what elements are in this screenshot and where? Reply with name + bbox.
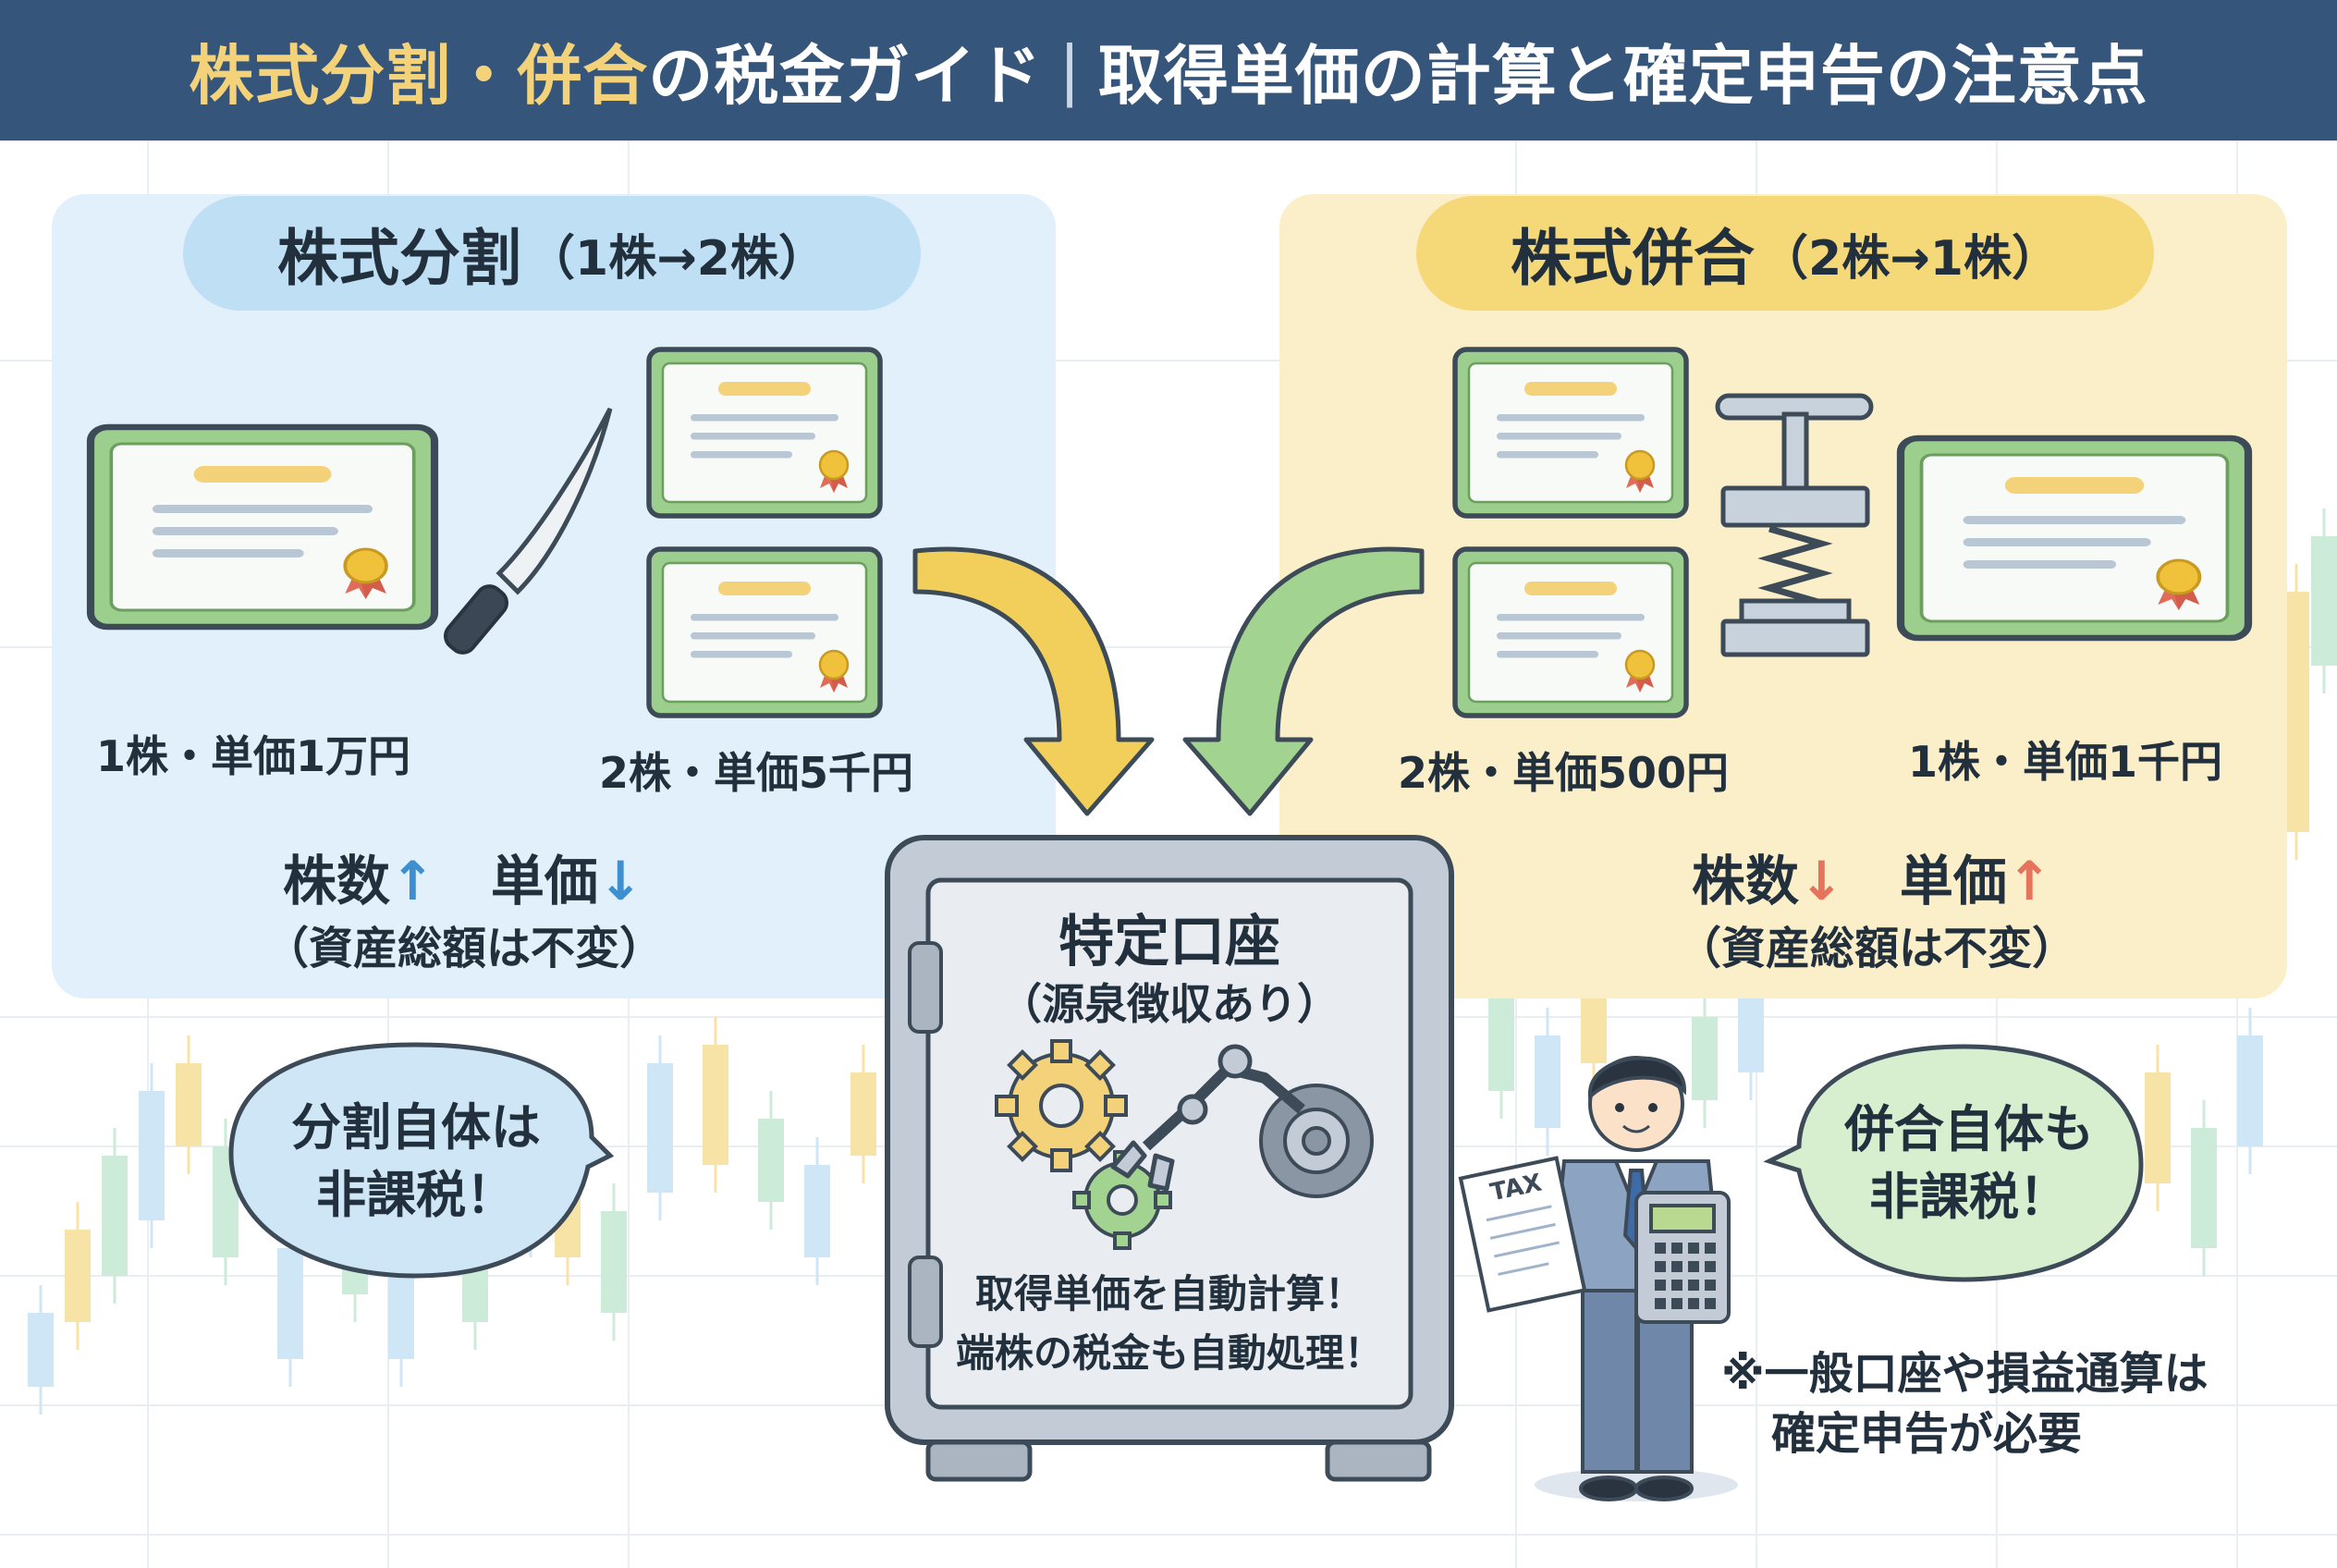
candle-body bbox=[139, 1091, 165, 1220]
split-note: （資産総額は不変） bbox=[264, 923, 665, 974]
gear-icon bbox=[995, 1039, 1374, 1250]
footnote-line-2: 確定申告が必要 bbox=[1771, 1407, 2083, 1460]
merge-note: （資産総額は不変） bbox=[1677, 923, 2077, 974]
split-effect-shares: 株数 bbox=[283, 850, 391, 913]
bubble-left-line-1: 分割自体は bbox=[291, 1098, 541, 1157]
certificate-large-split bbox=[91, 427, 434, 627]
footnote: ※一般口座や損益通算は 確定申告が必要 bbox=[1721, 1344, 2209, 1464]
bubble-right-line-1: 併合自体も bbox=[1844, 1100, 2094, 1158]
bubble-right-shape bbox=[1763, 1044, 2144, 1282]
candle-body bbox=[28, 1313, 54, 1387]
arrow-green bbox=[1182, 546, 1425, 816]
safe-icon bbox=[885, 835, 1454, 1482]
certificate-split-bottom bbox=[649, 549, 880, 716]
title-subtitle: 取得単価の計算と確定申告の注意点 bbox=[1097, 37, 2148, 114]
robot-arm-icon bbox=[1110, 1044, 1305, 1192]
merge-before-label: 2株・単価500円 bbox=[1398, 748, 1730, 798]
merge-after-label: 1株・単価1千円 bbox=[1908, 737, 2223, 787]
title-separator: | bbox=[1058, 32, 1082, 108]
bubble-left-shape bbox=[228, 1042, 615, 1279]
candle-body bbox=[804, 1165, 830, 1257]
certificate-large-merge bbox=[1901, 438, 2248, 638]
bubble-left-line-2: 非課税！ bbox=[316, 1165, 516, 1224]
merge-effect: 株数↓ 単価↑ bbox=[1692, 838, 2051, 915]
safe-line-2: 端株の税金も自動処理！ bbox=[955, 1330, 1383, 1376]
press-icon bbox=[1715, 393, 1874, 657]
header-bar bbox=[0, 0, 2337, 141]
title-highlight-merge: 併合 bbox=[517, 37, 649, 114]
shares-up-arrow-icon: ↑ bbox=[390, 850, 435, 913]
candle-body bbox=[176, 1063, 202, 1146]
candle-body bbox=[1738, 989, 1764, 1072]
split-effect-price: 単価 bbox=[490, 850, 598, 913]
businessman-icon bbox=[1458, 1056, 1738, 1501]
candle-body bbox=[1488, 998, 1514, 1091]
price-up-arrow-icon: ↑ bbox=[2006, 850, 2052, 913]
candle-body bbox=[850, 1072, 876, 1156]
title-highlight-split: 株式分割 bbox=[189, 37, 452, 114]
merge-title: 株式併合 bbox=[1511, 223, 1756, 294]
merge-effect-shares: 株数 bbox=[1692, 850, 1800, 913]
bubble-left-text: 分割自体は 非課税！ bbox=[240, 1095, 592, 1230]
candle-body bbox=[2237, 1035, 2263, 1146]
safe-title: 特定口座 bbox=[1058, 910, 1280, 974]
shares-down-arrow-icon: ↓ bbox=[1799, 850, 1844, 913]
candle-body bbox=[1692, 1017, 1718, 1100]
title-dot: ・ bbox=[451, 37, 518, 114]
certificate-split-top bbox=[649, 349, 880, 516]
bubble-right-text: 併合自体も 非課税！ bbox=[1803, 1096, 2135, 1231]
split-before-label: 1株・単価1万円 bbox=[96, 731, 411, 781]
candle-body bbox=[2145, 1072, 2171, 1183]
merge-effect-price: 単価 bbox=[1899, 850, 2007, 913]
arrow-yellow bbox=[912, 546, 1155, 816]
candle-body bbox=[1535, 1035, 1560, 1128]
candle-body bbox=[388, 1276, 414, 1359]
page-title: 株式分割 ・ 併合 の税金ガイド | 取得単価の計算と確定申告の注意点 bbox=[0, 0, 2337, 141]
certificate-merge-bottom bbox=[1455, 549, 1686, 716]
footnote-line-1: ※一般口座や損益通算は bbox=[1721, 1348, 2209, 1400]
candle-body bbox=[758, 1119, 784, 1202]
title-main: の税金ガイド bbox=[648, 37, 1043, 114]
candle-body bbox=[647, 1063, 673, 1193]
knife-icon bbox=[443, 407, 613, 655]
candle-body bbox=[2311, 536, 2337, 666]
certificate-merge-top bbox=[1455, 349, 1686, 516]
candle-body bbox=[102, 1156, 128, 1276]
split-title: 株式分割 bbox=[277, 223, 522, 294]
candle-body bbox=[277, 1248, 303, 1359]
split-effect: 株数↑ 単価↓ bbox=[283, 838, 642, 915]
candle-body bbox=[2191, 1128, 2217, 1248]
split-title-pill: 株式分割 （1株→2株） bbox=[183, 196, 921, 311]
candle-body bbox=[65, 1230, 91, 1322]
safe-subtitle: （源泉徴収あり） bbox=[999, 979, 1340, 1029]
candle-body bbox=[703, 1045, 728, 1165]
candle-body bbox=[601, 1211, 627, 1313]
bubble-right-line-2: 非課税！ bbox=[1869, 1167, 2069, 1226]
safe-line-1: 取得単価を自動計算！ bbox=[974, 1271, 1364, 1317]
split-title-sub: （1株→2株） bbox=[527, 230, 826, 287]
split-after-label: 2株・単価5千円 bbox=[599, 748, 914, 798]
candle-body bbox=[2283, 592, 2309, 832]
price-down-arrow-icon: ↓ bbox=[597, 850, 643, 913]
merge-title-sub: （2株→1株） bbox=[1760, 230, 2060, 287]
merge-title-pill: 株式併合 （2株→1株） bbox=[1416, 196, 2154, 311]
